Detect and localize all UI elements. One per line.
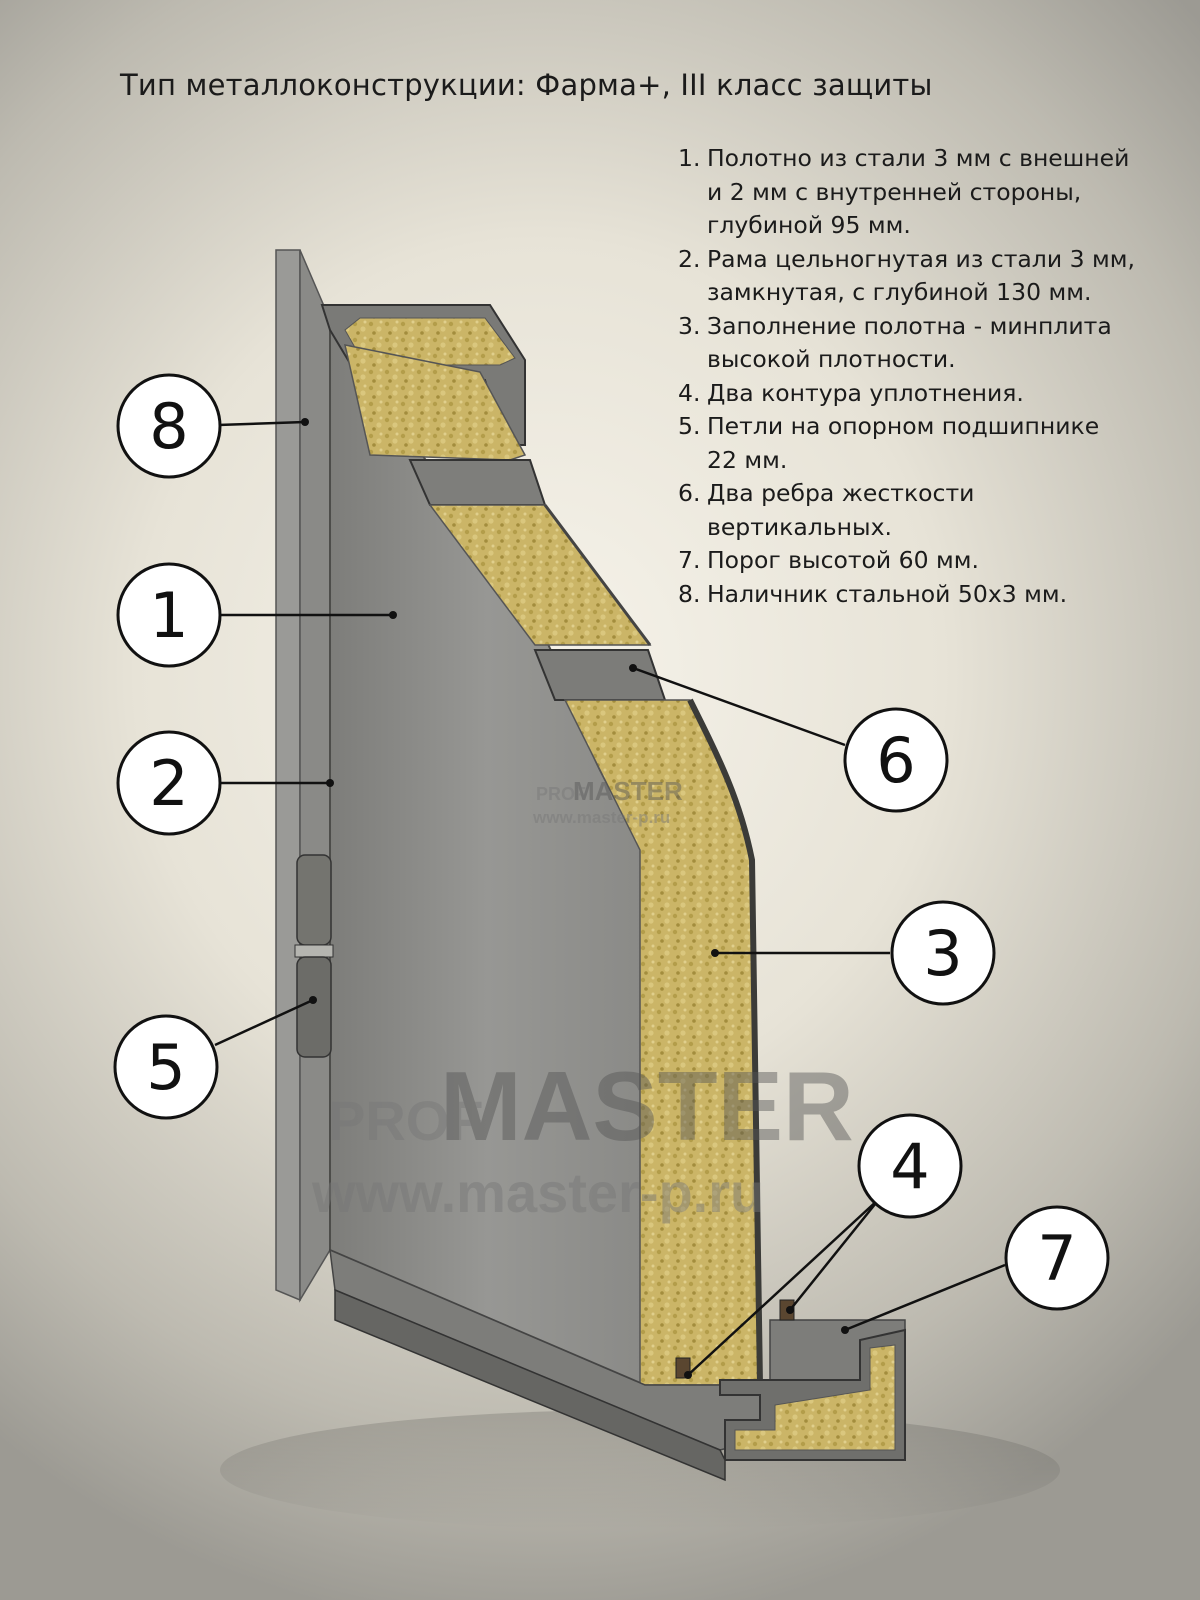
spec-line: Два контура уплотнения.	[707, 378, 1024, 407]
spec-line: и 2 мм с внутренней стороны,	[707, 177, 1082, 206]
spec-number: 8.	[678, 579, 701, 608]
threshold-front	[334, 1288, 726, 1482]
leader-lines	[214, 420, 1006, 1376]
stiffener-rib-lower	[533, 649, 667, 701]
spec-number: 1.	[678, 144, 701, 172]
watermark-small-master: MASTER	[573, 776, 683, 806]
spec-item: 2.Рама цельногнутая из стали 3 мм, замкну…	[678, 243, 1178, 310]
svg-text:5: 5	[146, 1031, 185, 1104]
spec-item: 7.Порог высотой 60 мм.	[678, 544, 1178, 578]
spec-item: 3.Заполнение полотна - минплита высокой п…	[678, 310, 1178, 377]
leader-5	[214, 998, 314, 1047]
spec-line: Заполнение полотна - минплита	[707, 311, 1112, 340]
svg-text:6: 6	[876, 724, 915, 797]
spec-line: Рама цельногнутая из стали 3 мм,	[707, 244, 1135, 273]
callout-6: 6	[843, 707, 949, 813]
watermark-url: www.master-p.ru	[311, 1161, 764, 1224]
spec-line: глубиной 95 мм.	[707, 211, 911, 239]
callout-2: 2	[116, 730, 222, 836]
spec-line: Наличник стальной 50х3 мм.	[707, 579, 1068, 608]
svg-text:3: 3	[923, 917, 962, 990]
callout-8: 8	[116, 373, 222, 479]
spec-line: высокой плотности.	[707, 345, 956, 373]
leader-4a	[687, 1197, 881, 1376]
watermark-master: MASTER	[440, 1051, 854, 1161]
page-title: Тип металлоконструкции: Фарма+, III клас…	[120, 68, 933, 102]
insulation-upper	[344, 344, 527, 461]
spec-line: Полотно из стали 3 мм с внешней	[707, 144, 1130, 172]
svg-text:1: 1	[149, 579, 188, 652]
svg-text:2: 2	[149, 747, 188, 820]
spec-number: 6.	[678, 479, 701, 507]
leader-4b	[789, 1197, 881, 1311]
spec-item: 1.Полотно из стали 3 мм с внешней и 2 мм …	[678, 142, 1178, 243]
stiffener-rib-upper	[408, 459, 547, 506]
spec-number: 4.	[678, 378, 701, 407]
spec-number: 3.	[678, 311, 701, 340]
threshold-insulation	[734, 1344, 896, 1451]
frame-front-face	[299, 249, 331, 1303]
leader-6	[632, 666, 846, 747]
callout-1: 1	[116, 562, 222, 668]
leader-dots	[301, 418, 849, 1379]
watermark-small-prof: PROF	[536, 784, 586, 804]
spec-number: 5.	[678, 412, 701, 440]
spec-line: Порог высотой 60 мм.	[707, 546, 979, 574]
svg-text:7: 7	[1037, 1222, 1076, 1295]
spec-item: 8.Наличник стальной 50х3 мм.	[678, 578, 1178, 612]
hinge-icon	[294, 854, 334, 1058]
watermark-prof: PROF	[328, 1089, 484, 1152]
specification-list: 1.Полотно из стали 3 мм с внешней и 2 мм …	[678, 142, 1178, 611]
spec-line: Петли на опорном подшипнике	[707, 412, 1100, 440]
callout-5: 5	[113, 1014, 219, 1120]
svg-text:4: 4	[890, 1130, 929, 1203]
watermark-small-url: www.master-p.ru	[532, 808, 670, 827]
leader-8	[217, 420, 306, 427]
spec-line: 22 мм.	[707, 445, 788, 474]
callout-3: 3	[890, 900, 996, 1006]
spec-line: вертикальных.	[707, 512, 892, 541]
spec-line: замкнутая, с глубиной 130 мм.	[707, 278, 1092, 306]
spec-item: 5.Петли на опорном подшипнике 22 мм.	[678, 410, 1178, 477]
insulation-middle-edge	[543, 504, 652, 646]
spec-item: 6.Два ребра жесткости вертикальных.	[678, 477, 1178, 544]
callout-7: 7	[1004, 1205, 1110, 1311]
watermark: PROF MASTER www.master-p.ru PROF MASTER …	[311, 776, 854, 1224]
architrave-strip	[275, 249, 301, 1302]
spec-number: 2.	[678, 244, 701, 273]
inner-steel-skin	[687, 698, 763, 1386]
callout-4: 4	[857, 1113, 963, 1219]
leader-7	[844, 1263, 1006, 1332]
spec-number: 7.	[678, 546, 701, 574]
spec-item: 4.Два контура уплотнения.	[678, 377, 1178, 411]
spec-line: Два ребра жесткости	[707, 479, 975, 507]
svg-text:8: 8	[149, 390, 188, 463]
